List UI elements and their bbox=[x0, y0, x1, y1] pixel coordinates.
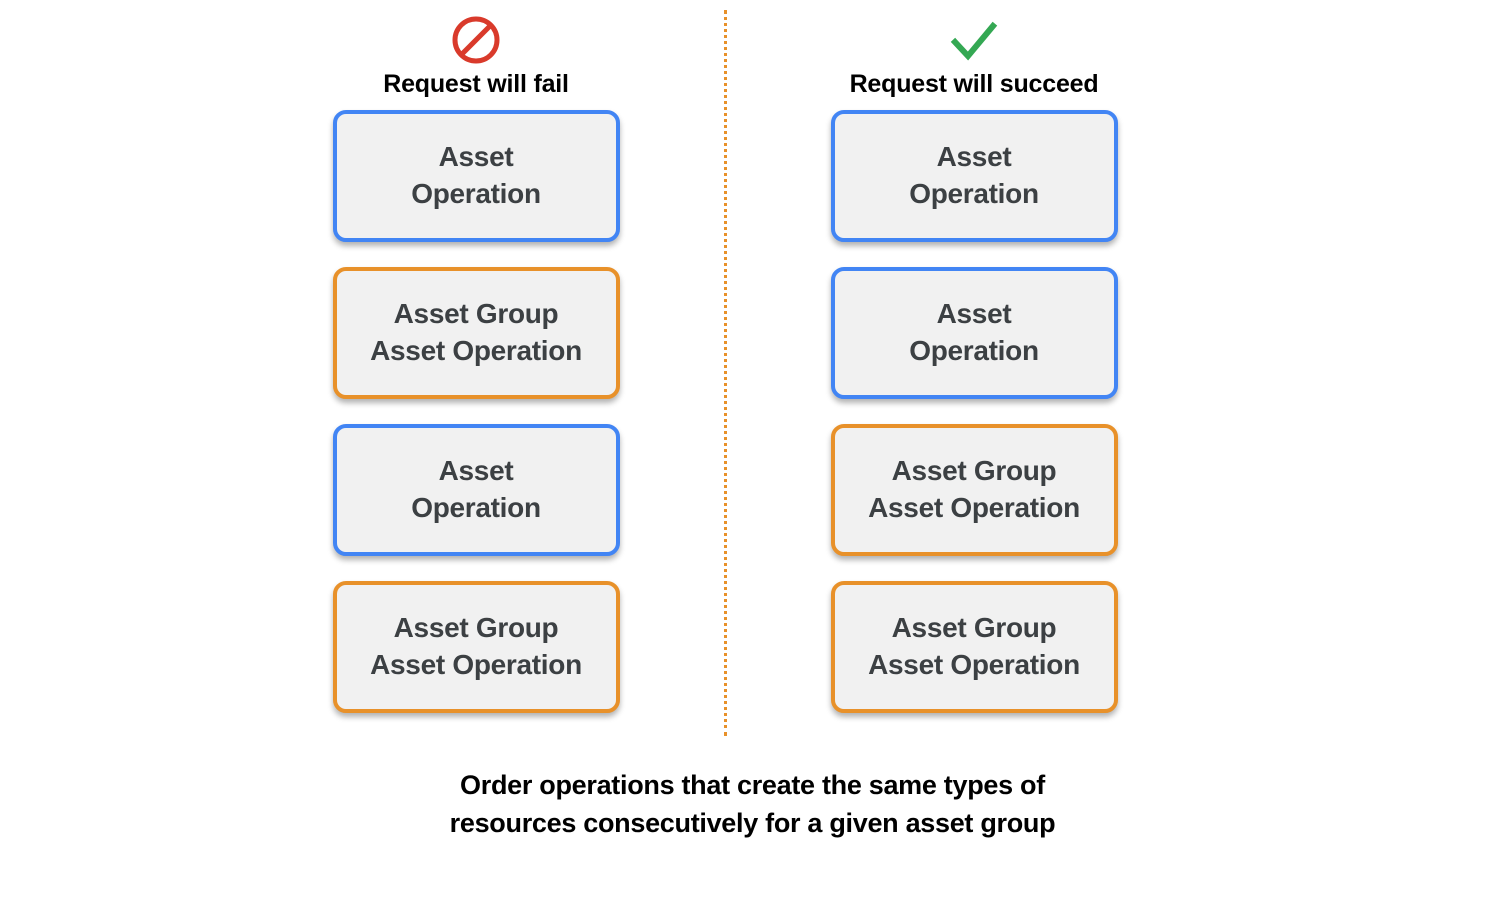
diagram-caption: Order operations that create the same ty… bbox=[0, 766, 1505, 843]
column-header-succeed: Request will succeed bbox=[850, 0, 1099, 99]
operation-box-line: Asset Operation bbox=[370, 649, 582, 680]
column-header-fail: Request will fail bbox=[383, 0, 569, 99]
box-stack-fail: Asset Operation Asset Group Asset Operat… bbox=[332, 110, 620, 713]
operation-box-line: Asset bbox=[438, 141, 514, 173]
operation-box-line: Asset Group bbox=[393, 612, 559, 644]
operation-box[interactable]: Asset Operation bbox=[830, 110, 1118, 242]
column-fail: Request will fail Asset Operation Asset … bbox=[326, 0, 626, 713]
operation-box[interactable]: Asset Group Asset Operation bbox=[332, 267, 620, 399]
operation-box-line: Asset Operation bbox=[868, 649, 1080, 680]
operation-box-line: Asset Group bbox=[393, 298, 559, 330]
operation-box-line: Asset Group bbox=[891, 612, 1057, 644]
caption-line: Order operations that create the same ty… bbox=[460, 770, 1045, 800]
column-divider bbox=[724, 10, 727, 736]
operation-box-line: Operation bbox=[411, 492, 541, 523]
operation-box-line: Asset Operation bbox=[868, 492, 1080, 523]
operation-box-line: Asset bbox=[438, 455, 514, 487]
operation-box-line: Asset bbox=[936, 298, 1012, 330]
prohibition-icon bbox=[452, 16, 500, 64]
operation-box[interactable]: Asset Operation bbox=[332, 424, 620, 556]
box-stack-succeed: Asset Operation Asset Operation Asset Gr… bbox=[830, 110, 1118, 713]
column-label-succeed: Request will succeed bbox=[849, 70, 1099, 98]
column-label-fail: Request will fail bbox=[383, 70, 569, 98]
operation-box-line: Asset Operation bbox=[370, 335, 582, 366]
operation-box-line: Operation bbox=[909, 335, 1039, 366]
operation-box-line: Asset Group bbox=[891, 455, 1057, 487]
operation-box[interactable]: Asset Group Asset Operation bbox=[830, 424, 1118, 556]
caption-line: resources consecutively for a given asse… bbox=[449, 808, 1056, 839]
operation-box[interactable]: Asset Group Asset Operation bbox=[830, 581, 1118, 713]
operation-box-line: Operation bbox=[909, 178, 1039, 209]
operation-box[interactable]: Asset Group Asset Operation bbox=[332, 581, 620, 713]
column-succeed: Request will succeed Asset Operation Ass… bbox=[824, 0, 1124, 713]
operation-box[interactable]: Asset Operation bbox=[830, 267, 1118, 399]
checkmark-icon bbox=[950, 21, 998, 61]
operation-box[interactable]: Asset Operation bbox=[332, 110, 620, 242]
operation-box-line: Asset bbox=[936, 141, 1012, 173]
operation-box-line: Operation bbox=[411, 178, 541, 209]
